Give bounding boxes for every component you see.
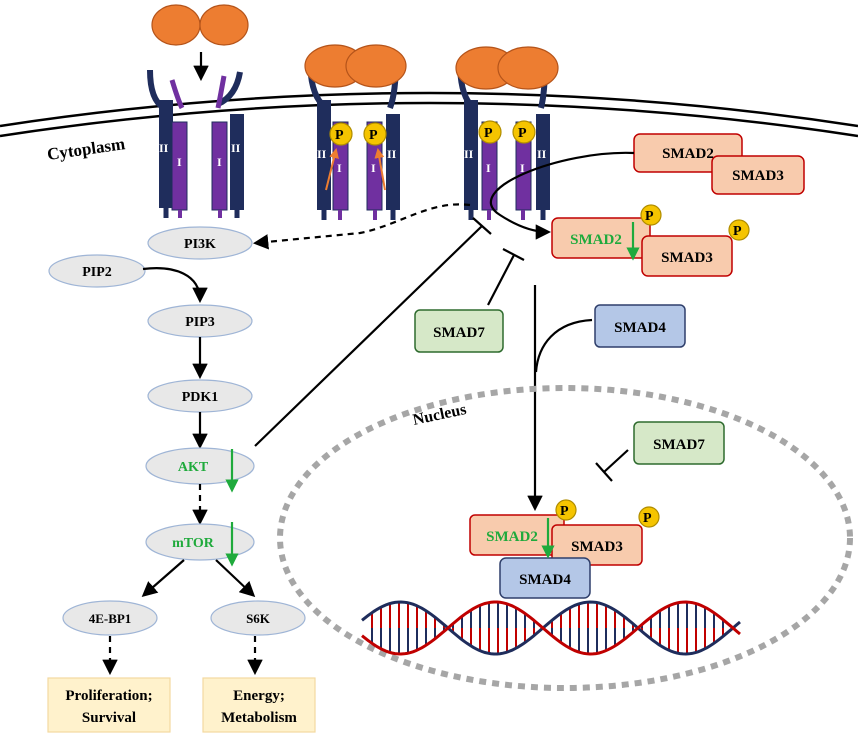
phospho-label: P [733, 224, 742, 239]
phospho-badge [638, 506, 660, 528]
smad4-nuc-label: SMAD4 [519, 572, 571, 588]
mtor-node [145, 523, 255, 561]
pi3k-node [147, 226, 253, 260]
mtor-label: mTOR [172, 536, 215, 551]
energy-label: Energy; [233, 688, 285, 704]
phospho-label: P [369, 128, 378, 143]
receptor-complex-phosphorylated [455, 46, 559, 220]
receptor-type-one-label: I [217, 155, 222, 169]
smad7-cyto-box [414, 309, 504, 353]
receptor-type-one-label: I [520, 161, 525, 175]
nucleus-boundary [277, 385, 853, 691]
4ebp1-label: 4E-BP1 [89, 611, 132, 626]
phospho-badge [728, 219, 750, 241]
pi3k-label: PI3K [184, 237, 216, 252]
smad4-cyto-box [594, 304, 686, 348]
receptor-complex-activating [304, 44, 407, 220]
cell-membrane [0, 91, 858, 138]
receptor-type-one-label: I [371, 161, 376, 175]
energy-metabolism-box [202, 677, 316, 733]
cytoplasm-label: Cytoplasm [46, 134, 126, 164]
receptor-complex-unbound [147, 69, 244, 218]
phospho-badge [555, 499, 577, 521]
receptor-type-one-label: I [337, 161, 342, 175]
dna-helix [361, 600, 741, 656]
pip3-label: PIP3 [185, 315, 215, 330]
dna-strand-b [361, 600, 741, 656]
pip2-label: PIP2 [82, 265, 112, 280]
akt-inhibition-line [254, 225, 483, 447]
smad7-inhibition-line [487, 254, 515, 306]
dna-strand-a [361, 600, 741, 656]
smad7-nuc-label: SMAD7 [653, 437, 705, 453]
smad7-cyto-label: SMAD7 [433, 325, 485, 341]
smad4-joining-curve [534, 318, 593, 373]
akt-inhibition-bar [472, 217, 492, 235]
smad7-inhibition-bar [502, 248, 525, 261]
proliferation-survival-box [47, 677, 171, 733]
pip2-node [48, 254, 146, 288]
mtor-to-4ebp1-arrow [141, 559, 185, 598]
receptor-type-two-label: II [231, 141, 241, 155]
receptor-type-two-label: II [537, 147, 547, 161]
nucleus-label: Nucleus [411, 401, 468, 429]
smad3-box [711, 155, 805, 195]
survival-label: Survival [82, 710, 136, 726]
smad3-nuc-label: SMAD3 [571, 539, 623, 555]
smad7-nuc-inhibition-line [603, 449, 629, 473]
smad3-label: SMAD3 [732, 168, 784, 184]
receptor-type-two-label: II [464, 147, 474, 161]
phospho-label: P [335, 128, 344, 143]
pdk1-label: PDK1 [182, 390, 219, 405]
receptor-type-two-label: II [317, 147, 327, 161]
s6k-node [210, 600, 306, 636]
proliferation-label: Proliferation; [65, 688, 152, 704]
smad2-nuc-label: SMAD2 [486, 529, 538, 545]
smad2-label: SMAD2 [662, 146, 714, 162]
smad7-nuc-box [633, 421, 725, 465]
smad4-cyto-label: SMAD4 [614, 320, 666, 336]
s6k-label: S6K [246, 611, 271, 626]
akt-label: AKT [178, 460, 209, 475]
receptor-to-pi3k-arrow [252, 203, 471, 250]
mtor-to-s6k-arrow [215, 559, 256, 598]
receptor-type-one-label: I [177, 155, 182, 169]
phospho-label: P [643, 511, 652, 526]
receptor-type-two-label: II [387, 147, 397, 161]
smad-phosphorylation-arrow [490, 151, 635, 240]
smad3-nuc-box [551, 524, 643, 566]
smad3-phos-box [641, 235, 733, 277]
phospho-label: P [645, 209, 654, 224]
phospho-badge [640, 204, 662, 226]
phospho-label: P [484, 126, 493, 141]
smad2-phos-label: SMAD2 [570, 232, 622, 248]
receptor-type-one-label: I [486, 161, 491, 175]
free-ligand [151, 4, 249, 46]
phospho-label: P [518, 126, 527, 141]
pip2-to-pip3-arrow [142, 267, 208, 304]
receptor-type-two-label: II [159, 141, 169, 155]
metabolism-label: Metabolism [221, 710, 297, 726]
4ebp1-node [62, 600, 158, 636]
phospho-label: P [560, 504, 569, 519]
smad3-phos-label: SMAD3 [661, 250, 713, 266]
smad7-nuc-inhibition-bar [595, 462, 613, 482]
